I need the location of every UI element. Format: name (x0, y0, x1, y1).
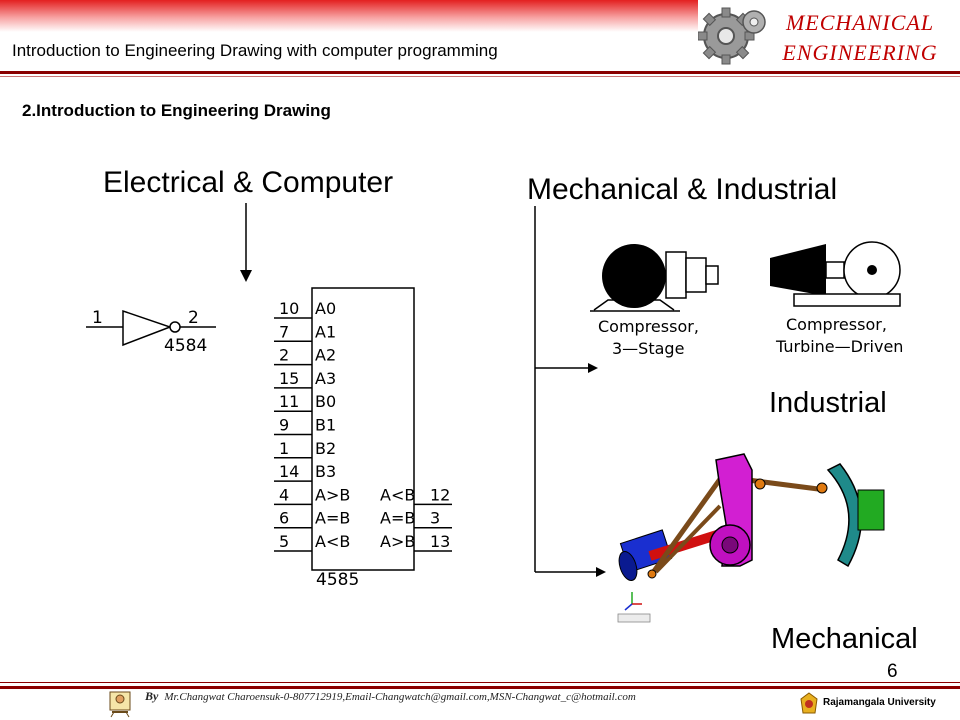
comparator-output-pin: A<B 12 (380, 485, 452, 506)
pin-name: B2 (315, 439, 336, 458)
pin-number: 7 (279, 322, 289, 341)
compressor-right-line1: Compressor, (786, 315, 887, 334)
arrow-right-mechanical (596, 567, 606, 577)
comparator-input-pin: 6 A=B (274, 509, 350, 529)
pin-name: A1 (315, 322, 336, 341)
heading-electrical: Electrical & Computer (103, 166, 394, 199)
footer-by: By (145, 689, 159, 703)
compressor-left-line2: 3—Stage (612, 339, 684, 358)
pin-name: A<B (380, 485, 415, 504)
header-divider (0, 71, 960, 74)
department-logo-text: MECHANICAL ENGINEERING (760, 8, 960, 68)
pin-number: 5 (279, 532, 289, 551)
department-line2: ENGINEERING (782, 40, 938, 65)
comparator-output-pin: A=B 3 (380, 509, 452, 529)
author-clipart-icon (109, 691, 131, 718)
arrow-down-electrical (240, 203, 252, 282)
connector-mechanical (534, 206, 606, 577)
pin-name: A2 (315, 346, 336, 365)
pin-number: 11 (279, 392, 299, 411)
compressor-right-line2: Turbine—Driven (775, 337, 903, 356)
arrow-right-industrial (588, 363, 598, 373)
comparator-input-pin: 9 B1 (274, 416, 336, 436)
footer-university: Rajamangala University (823, 697, 936, 708)
pin-name: A=B (315, 509, 350, 528)
comparator-part-number: 4585 (316, 570, 359, 590)
comparator-input-pin: 7 A1 (274, 322, 336, 343)
pin-name: A>B (315, 485, 350, 504)
pin-number: 9 (279, 416, 289, 435)
comparator-input-pin: 2 A2 (274, 346, 336, 366)
section-title: 2.Introduction to Engineering Drawing (22, 101, 331, 120)
comparator-output-pin: A>B 13 (380, 532, 452, 552)
comparator-input-pin: 1 B2 (274, 439, 336, 459)
footer-author: By Mr.Changwat Charoensuk-0-807712919,Ema… (145, 689, 636, 704)
mechanism-illustration (617, 453, 885, 623)
pin-number: 12 (430, 485, 450, 504)
pin-name: A>B (380, 532, 415, 551)
comparator-input-pin: 5 A<B (274, 532, 350, 552)
inverter-symbol: 1 2 4584 (86, 308, 216, 356)
pin-number: 1 (279, 439, 289, 458)
pin-number: 15 (279, 369, 299, 388)
pin-number: 4 (279, 485, 289, 504)
pin-number: 10 (279, 299, 299, 318)
footer-divider-thin (0, 682, 960, 683)
inverter-pin-out: 2 (188, 308, 199, 328)
pin-number: 6 (279, 509, 289, 528)
compressor-3-stage-symbol: Compressor, 3—Stage (590, 244, 719, 358)
pin-name: A=B (380, 509, 415, 528)
pin-name: B0 (315, 392, 336, 411)
comparator-input-pin: 4 A>B (274, 485, 350, 506)
header-divider-thin (0, 76, 960, 77)
university-seal-icon (800, 692, 818, 714)
pin-name: A0 (315, 299, 336, 318)
heading-mechanical: Mechanical & Industrial (527, 173, 838, 206)
pin-number: 13 (430, 532, 450, 551)
header-gradient-bar (0, 0, 698, 32)
page-number: 6 (887, 661, 898, 682)
inverter-pin-in: 1 (92, 308, 103, 328)
comparator-input-pin: 10 A0 (274, 299, 336, 319)
header-title: Introduction to Engineering Drawing with… (12, 41, 498, 60)
footer-divider (0, 686, 960, 689)
comparator-input-pin: 15 A3 (274, 369, 336, 389)
comparator-input-pin: 11 B0 (274, 392, 336, 412)
pin-name: B3 (315, 462, 336, 481)
compressor-left-line1: Compressor, (598, 317, 699, 336)
inverter-part-number: 4584 (164, 336, 207, 356)
department-line1: MECHANICAL (785, 10, 935, 35)
pin-number: 3 (430, 509, 440, 528)
footer-author-text: Mr.Changwat Charoensuk-0-807712919,Email… (164, 691, 636, 703)
pin-number: 14 (279, 462, 299, 481)
comparator-input-pin: 14 B3 (274, 462, 336, 482)
pin-name: A3 (315, 369, 336, 388)
pin-name: A<B (315, 532, 350, 551)
label-industrial: Industrial (769, 387, 887, 419)
label-mechanical: Mechanical (771, 623, 918, 655)
compressor-turbine-symbol: Compressor, Turbine—Driven (770, 241, 903, 356)
pin-number: 2 (279, 346, 289, 365)
pin-name: B1 (315, 416, 336, 435)
gear-icon (698, 7, 766, 65)
